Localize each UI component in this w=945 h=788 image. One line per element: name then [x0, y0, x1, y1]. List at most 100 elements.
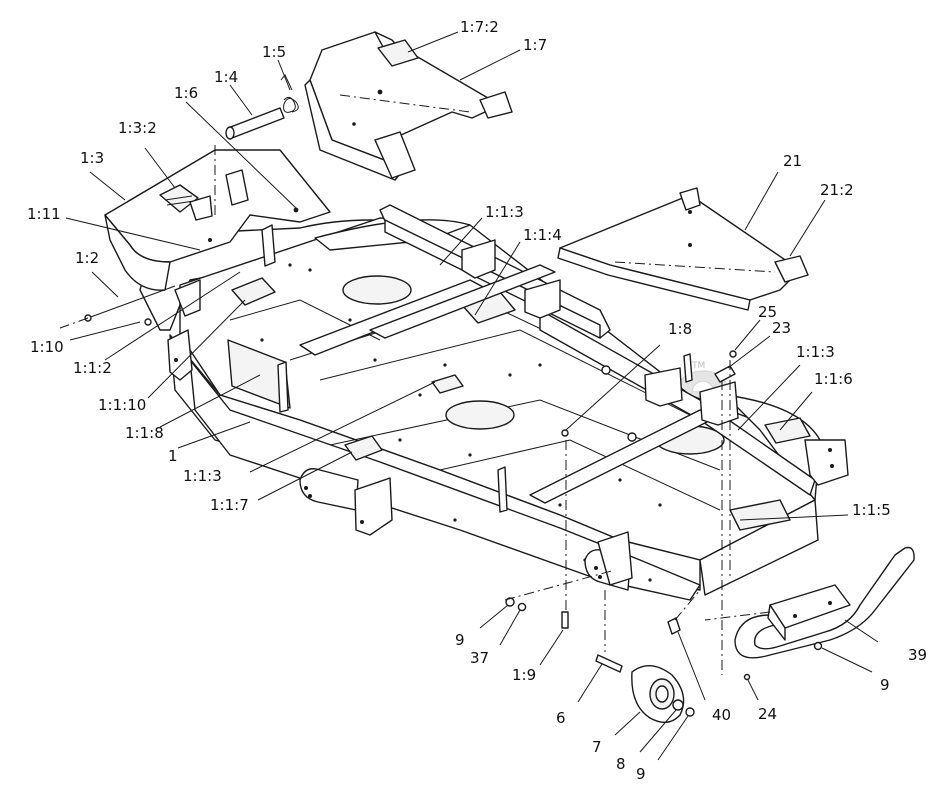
leader-1-3-2 — [144, 147, 176, 189]
callout-1-1-10: 1:1:10 — [98, 396, 146, 414]
decal-1-1-5 — [729, 499, 791, 531]
leader-1-1-3-a — [249, 381, 436, 473]
nut-1-8 — [561, 429, 569, 437]
leader-1-3 — [89, 171, 126, 201]
axis-9-37 — [504, 569, 616, 601]
leader-21 — [744, 171, 779, 231]
axis-roller — [704, 611, 771, 621]
belt-cover-1-3 — [104, 149, 331, 291]
spring-rod-end — [225, 126, 235, 140]
right-end-block — [804, 439, 849, 486]
leader-1-1-2 — [104, 271, 241, 361]
roller-hole — [793, 614, 797, 618]
hitch-arm-left-2 — [354, 477, 393, 536]
cover-hole — [688, 243, 692, 247]
hitch-hole — [360, 520, 364, 524]
leader-7 — [614, 711, 641, 736]
bolt-1-2 — [87, 285, 176, 319]
washer-37 — [517, 602, 527, 612]
callout-39: 39 — [908, 646, 927, 664]
bolt-hole — [418, 393, 422, 397]
callout-1-1-3-a: 1:1:3 — [183, 467, 222, 485]
spindle-bolt — [601, 365, 611, 375]
callout-1-5: 1:5 — [262, 43, 286, 61]
leader-1-1-3-c — [737, 364, 801, 431]
hardware — [505, 350, 823, 681]
leader-1-1-10 — [147, 299, 246, 399]
spring-assembly — [225, 74, 299, 140]
callout-1-11: 1:11 — [27, 205, 61, 223]
bolt-hole — [308, 268, 312, 272]
callout-9-a: 9 — [880, 676, 890, 694]
callout-9-b: 9 — [455, 631, 465, 649]
leader-8 — [639, 709, 677, 753]
leader-39 — [844, 619, 879, 643]
deck-skirt-lower — [189, 359, 701, 601]
leader-25 — [734, 319, 761, 351]
cover-21-clip — [774, 255, 809, 283]
hitch-arm-right-2 — [597, 531, 633, 586]
deck-seam-2 — [319, 329, 701, 421]
leader-23 — [727, 335, 771, 369]
callout-25: 25 — [758, 303, 777, 321]
cover-decal-1-3-2 — [159, 184, 199, 213]
bracket-rear-left — [461, 239, 496, 279]
bolt-hole — [348, 318, 352, 322]
callout-6: 6 — [556, 709, 566, 727]
roller-bracket — [769, 584, 851, 629]
bolt-hole — [558, 503, 562, 507]
callout-1-1-8: 1:1:8 — [125, 424, 164, 442]
leader-1-6 — [185, 101, 297, 209]
cover-hole — [377, 89, 383, 95]
leader-lines — [65, 31, 879, 761]
belt-cover-21 — [557, 187, 809, 311]
leader-1-9 — [539, 629, 564, 666]
leader-1-10 — [69, 321, 141, 341]
bolt-hole — [508, 373, 512, 377]
leader-1 — [177, 421, 251, 449]
decal-1-1-7 — [344, 435, 383, 461]
leader-9-roller — [821, 647, 873, 673]
cover-1-7-decal — [377, 39, 419, 67]
cover-21-front — [557, 247, 751, 311]
bolt-hole — [453, 518, 457, 522]
cover-hinge-tab — [225, 169, 249, 206]
housing-hole — [828, 448, 832, 452]
callout-1-3-2: 1:3:2 — [118, 119, 157, 137]
callout-21-2: 21:2 — [820, 181, 854, 199]
callout-7: 7 — [592, 738, 602, 756]
bracket-center — [644, 367, 683, 407]
cover-hinge-tab-2 — [189, 195, 213, 221]
roller-assembly-39 — [734, 546, 915, 659]
pin-24 — [743, 673, 751, 681]
bolt-hole — [288, 263, 292, 267]
leader-40 — [677, 631, 706, 701]
leader-9-left — [479, 604, 509, 629]
callout-1-7: 1:7 — [523, 36, 547, 54]
cover-hole — [352, 122, 356, 126]
cover-hole — [293, 207, 299, 213]
callout-1: 1 — [168, 447, 178, 465]
bolt-hole — [618, 478, 622, 482]
axle-6 — [595, 654, 623, 673]
decal-1-1-8 — [227, 339, 291, 409]
deck-left-post — [277, 361, 289, 413]
axis-40 — [674, 589, 701, 621]
roller-hole — [828, 601, 832, 605]
bolt-hole — [260, 338, 264, 342]
roller-bracket-side — [767, 604, 786, 641]
center-channel — [369, 264, 556, 339]
belt-cover-1-7 — [304, 31, 513, 181]
deck-seam-4 — [439, 439, 721, 511]
washer-8 — [672, 699, 684, 711]
leader-37 — [499, 609, 521, 646]
deck-support-rails — [261, 204, 816, 513]
cover-1-7-flange — [374, 131, 416, 179]
callout-21: 21 — [783, 152, 802, 170]
roller-tube — [734, 546, 915, 659]
callout-1-9: 1:9 — [512, 666, 536, 684]
screw-25 — [729, 350, 737, 358]
callout-9-c: 9 — [636, 765, 646, 783]
callout-1-1-3-b: 1:1:3 — [485, 203, 524, 221]
